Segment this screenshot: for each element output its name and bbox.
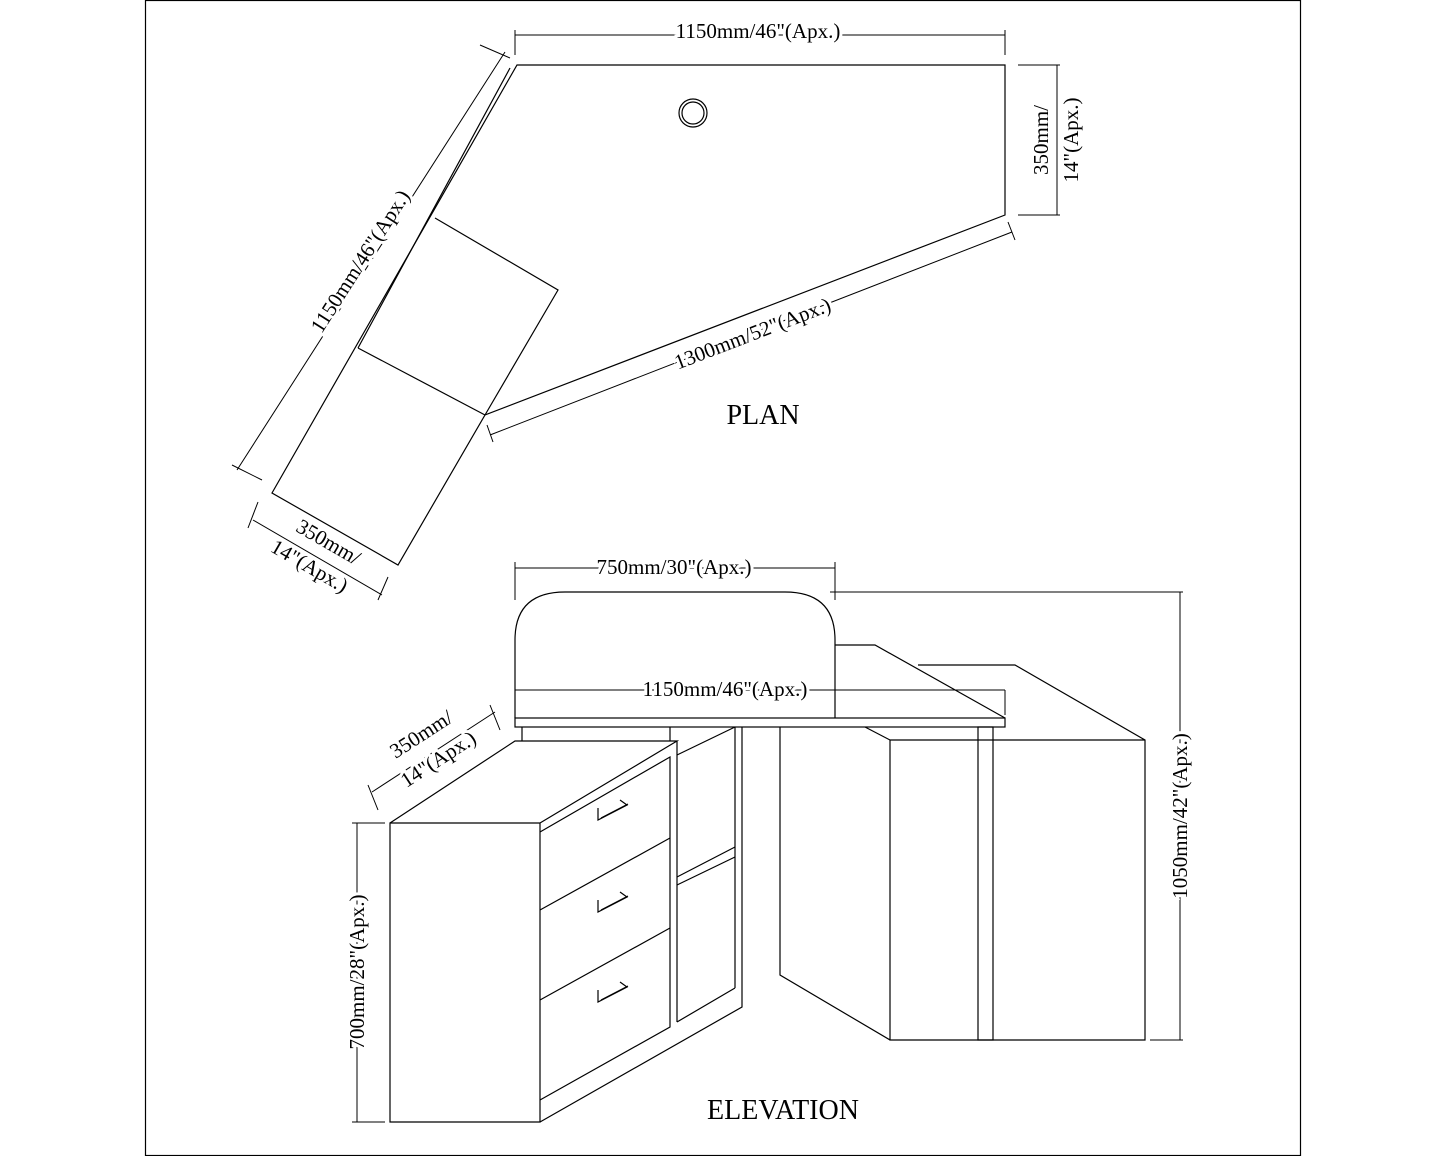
dim-line-left — [231, 44, 511, 481]
drawer-handle-icon — [597, 981, 629, 1003]
right-leg — [977, 726, 994, 1041]
monitor-outline — [514, 591, 836, 718]
plan-view: 1150mm/46"(Apx.) 350mm/ 14"(Apx.) 1150mm… — [231, 16, 1083, 601]
drawer-fronts — [539, 755, 671, 1101]
dim-line-top — [514, 30, 1006, 55]
desk-support — [521, 727, 671, 741]
desktop-top — [514, 717, 1006, 728]
grommet-icon — [678, 98, 708, 128]
elevation-view: 750mm/30"(Apx.) 1150mm/46"(Apx.) 350mm/ … — [342, 552, 1195, 1126]
dim-line-right — [1018, 64, 1060, 216]
dim-line-desk — [515, 689, 1006, 715]
dim-line-arm — [247, 501, 389, 601]
left-cabinet — [389, 726, 743, 1123]
dim-top-label: 1150mm/46"(Apx.) — [676, 19, 841, 43]
right-cabinet — [779, 664, 1146, 1041]
drawer-handle-icon — [597, 799, 629, 821]
dim-line-cabinet-height — [352, 822, 385, 1123]
dim-line-monitor — [514, 562, 836, 600]
plan-edge-line — [357, 67, 511, 349]
plan-keyboard-divider — [434, 217, 559, 416]
grommet-inner — [681, 101, 705, 125]
dim-cabinet-height-label: 700mm/28"(Apx.) — [345, 895, 369, 1050]
dim-monitor-label: 750mm/30"(Apx.) — [597, 555, 752, 579]
dim-line-total-height — [830, 591, 1183, 1041]
dim-right-label-2: 14"(Apx.) — [1059, 98, 1083, 183]
dim-total-height-label: 1050mm/42"(Apx.) — [1168, 733, 1192, 898]
plan-desk-outline — [271, 64, 1006, 566]
plan-title: PLAN — [726, 400, 799, 431]
drawer-handle-icon — [597, 891, 629, 913]
dim-left-label: 1150mm/46"(Apx.) — [306, 185, 415, 337]
plan-arm-divider — [357, 347, 486, 416]
dim-right-label-1: 350mm/ — [1029, 105, 1053, 175]
dim-desk-label: 1150mm/46"(Apx.) — [643, 677, 808, 701]
dim-line-diag — [486, 221, 1016, 443]
dim-line-depth — [367, 704, 501, 811]
desk-return-surface — [835, 644, 1006, 719]
shelf — [676, 846, 736, 886]
elevation-title: ELEVATION — [707, 1095, 859, 1126]
